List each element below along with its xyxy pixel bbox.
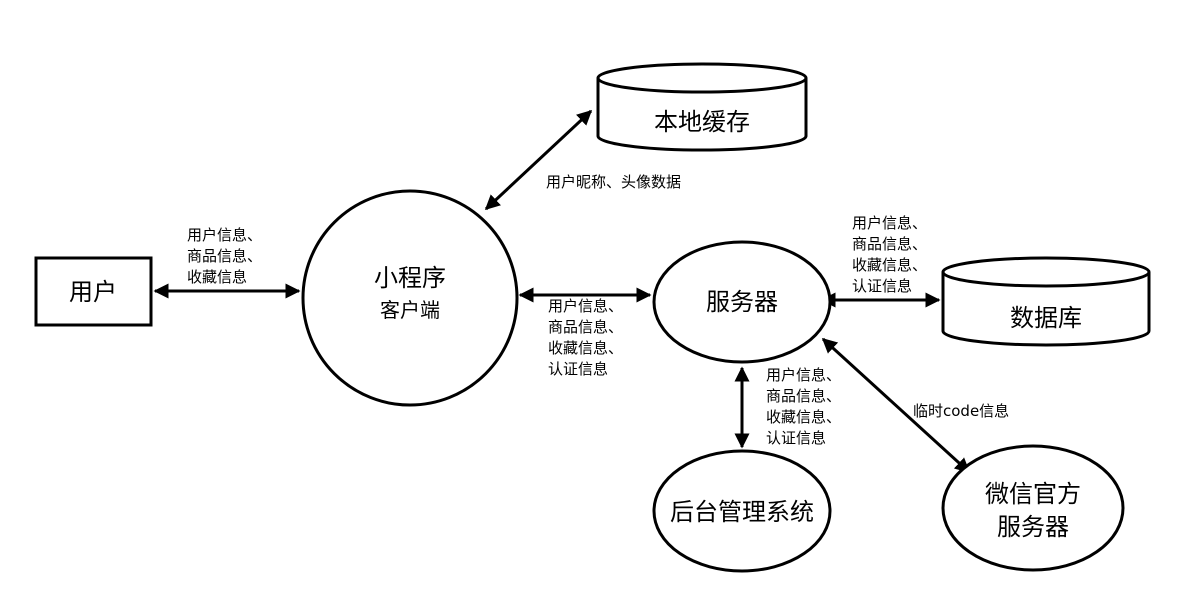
edge-label-line: 收藏信息、 xyxy=(766,408,841,426)
label-server-wechat: 临时code信息 xyxy=(913,402,1009,420)
node-local-cache: 本地缓存 xyxy=(596,62,808,152)
edge-label-line: 商品信息、 xyxy=(766,387,841,405)
edge-label-line: 商品信息、 xyxy=(548,318,623,336)
label-server-admin: 用户信息、 商品信息、 收藏信息、 认证信息 xyxy=(766,366,841,447)
node-wechat-label-1: 微信官方 xyxy=(985,480,1081,508)
node-server-label: 服务器 xyxy=(706,288,778,316)
edge-label-line: 商品信息、 xyxy=(852,235,927,253)
node-user: 用户 xyxy=(34,256,153,327)
edge-label-line: 用户信息、 xyxy=(548,297,623,315)
label-user-miniprogram: 用户信息、 商品信息、 收藏信息 xyxy=(187,226,262,286)
node-miniprogram-label: 小程序 xyxy=(374,264,446,292)
edge-label-line: 用户信息、 xyxy=(852,214,927,232)
arrow-miniprogram-cache xyxy=(484,109,593,211)
edge-label-line: 收藏信息、 xyxy=(852,256,927,274)
node-wechat-label-2: 服务器 xyxy=(997,513,1069,541)
label-miniprogram-server: 用户信息、 商品信息、 收藏信息、 认证信息 xyxy=(548,297,623,378)
node-admin-label: 后台管理系统 xyxy=(670,498,814,526)
edge-label-line: 收藏信息 xyxy=(187,268,247,286)
edge-label-line: 商品信息、 xyxy=(187,247,262,265)
edge-label-line: 收藏信息、 xyxy=(548,339,623,357)
label-server-database: 用户信息、 商品信息、 收藏信息、 认证信息 xyxy=(852,214,927,295)
node-user-label: 用户 xyxy=(69,278,117,306)
node-wechat-server: 微信官方 服务器 xyxy=(941,444,1125,572)
edge-label-line: 用户信息、 xyxy=(766,366,841,384)
edge-label-line: 认证信息 xyxy=(766,429,826,447)
edge-label-line: 认证信息 xyxy=(548,360,608,378)
node-server: 服务器 xyxy=(652,240,832,364)
node-database-label: 数据库 xyxy=(1010,304,1082,332)
node-local-cache-label: 本地缓存 xyxy=(654,108,750,136)
node-database: 数据库 xyxy=(941,256,1151,347)
node-miniprogram-sublabel: 客户端 xyxy=(380,298,440,322)
label-miniprogram-cache: 用户昵称、头像数据 xyxy=(546,173,681,191)
node-miniprogram: 小程序 客户端 xyxy=(301,189,519,407)
edge-label-line: 用户信息、 xyxy=(187,226,262,244)
node-admin: 后台管理系统 xyxy=(652,449,832,573)
arrow-server-wechat xyxy=(821,337,971,474)
edge-label-line: 认证信息 xyxy=(852,277,912,295)
